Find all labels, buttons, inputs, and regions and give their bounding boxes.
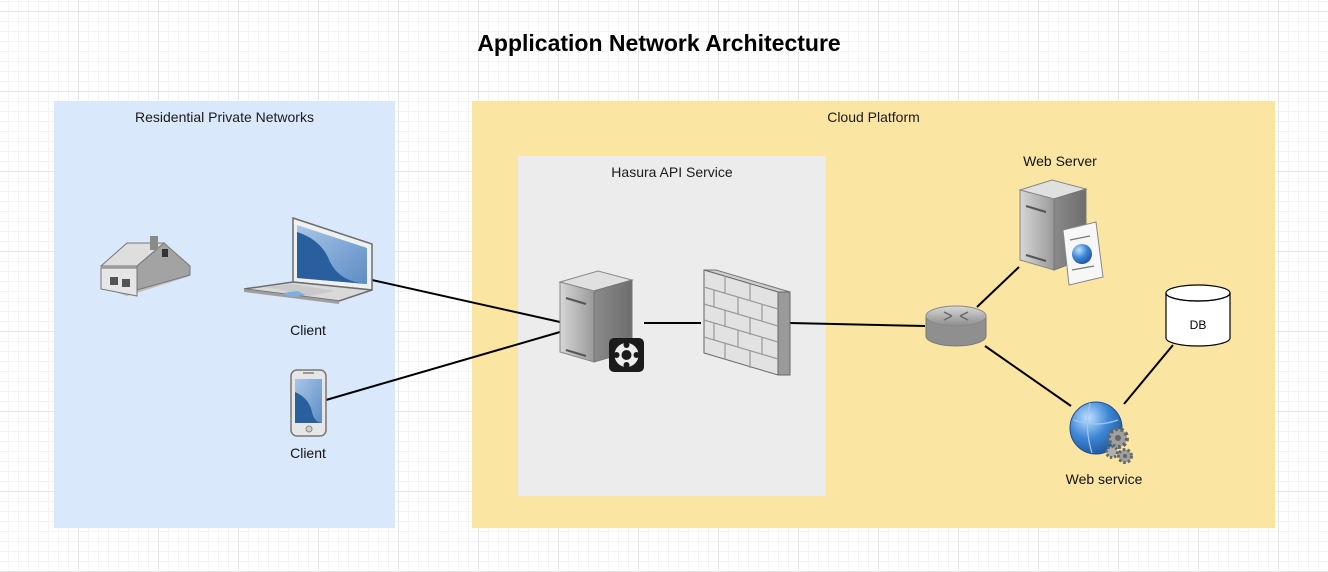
web-server-label: Web Server <box>1023 153 1097 169</box>
hasura-zone-label: Hasura API Service <box>611 164 733 180</box>
diagram-title: Application Network Architecture <box>477 30 841 56</box>
router-icon[interactable] <box>925 305 987 347</box>
residential-zone[interactable]: Residential Private Networks <box>54 101 395 528</box>
hasura-badge-icon <box>609 338 644 372</box>
connectors <box>325 266 1174 407</box>
laptop-icon[interactable] <box>243 216 373 304</box>
web-service-label: Web service <box>1065 471 1143 487</box>
connector-mobile-to-api[interactable] <box>325 331 561 401</box>
cloud-zone-label: Cloud Platform <box>827 109 920 125</box>
connector-router-to-webserver[interactable] <box>976 266 1020 308</box>
mobile-client-label: Client <box>290 445 326 461</box>
connector-laptop-to-api[interactable] <box>371 279 561 323</box>
gear-icon <box>1105 427 1133 464</box>
connector-db-to-webservice[interactable] <box>1123 344 1174 405</box>
connector-firewall-to-router[interactable] <box>789 322 926 327</box>
house-icon[interactable] <box>99 236 191 297</box>
residential-zone-label: Residential Private Networks <box>135 109 314 125</box>
web-server-icon[interactable] <box>1018 179 1104 286</box>
firewall-icon[interactable] <box>703 269 791 376</box>
server-icon[interactable] <box>558 270 644 372</box>
web-service-icon[interactable] <box>1069 401 1133 464</box>
database-icon[interactable]: DB <box>1165 284 1231 347</box>
db-label: DB <box>1190 318 1207 332</box>
connector-router-to-webservice[interactable] <box>984 345 1072 407</box>
laptop-client-label: Client <box>290 322 326 338</box>
mobile-phone-icon[interactable] <box>290 369 327 437</box>
